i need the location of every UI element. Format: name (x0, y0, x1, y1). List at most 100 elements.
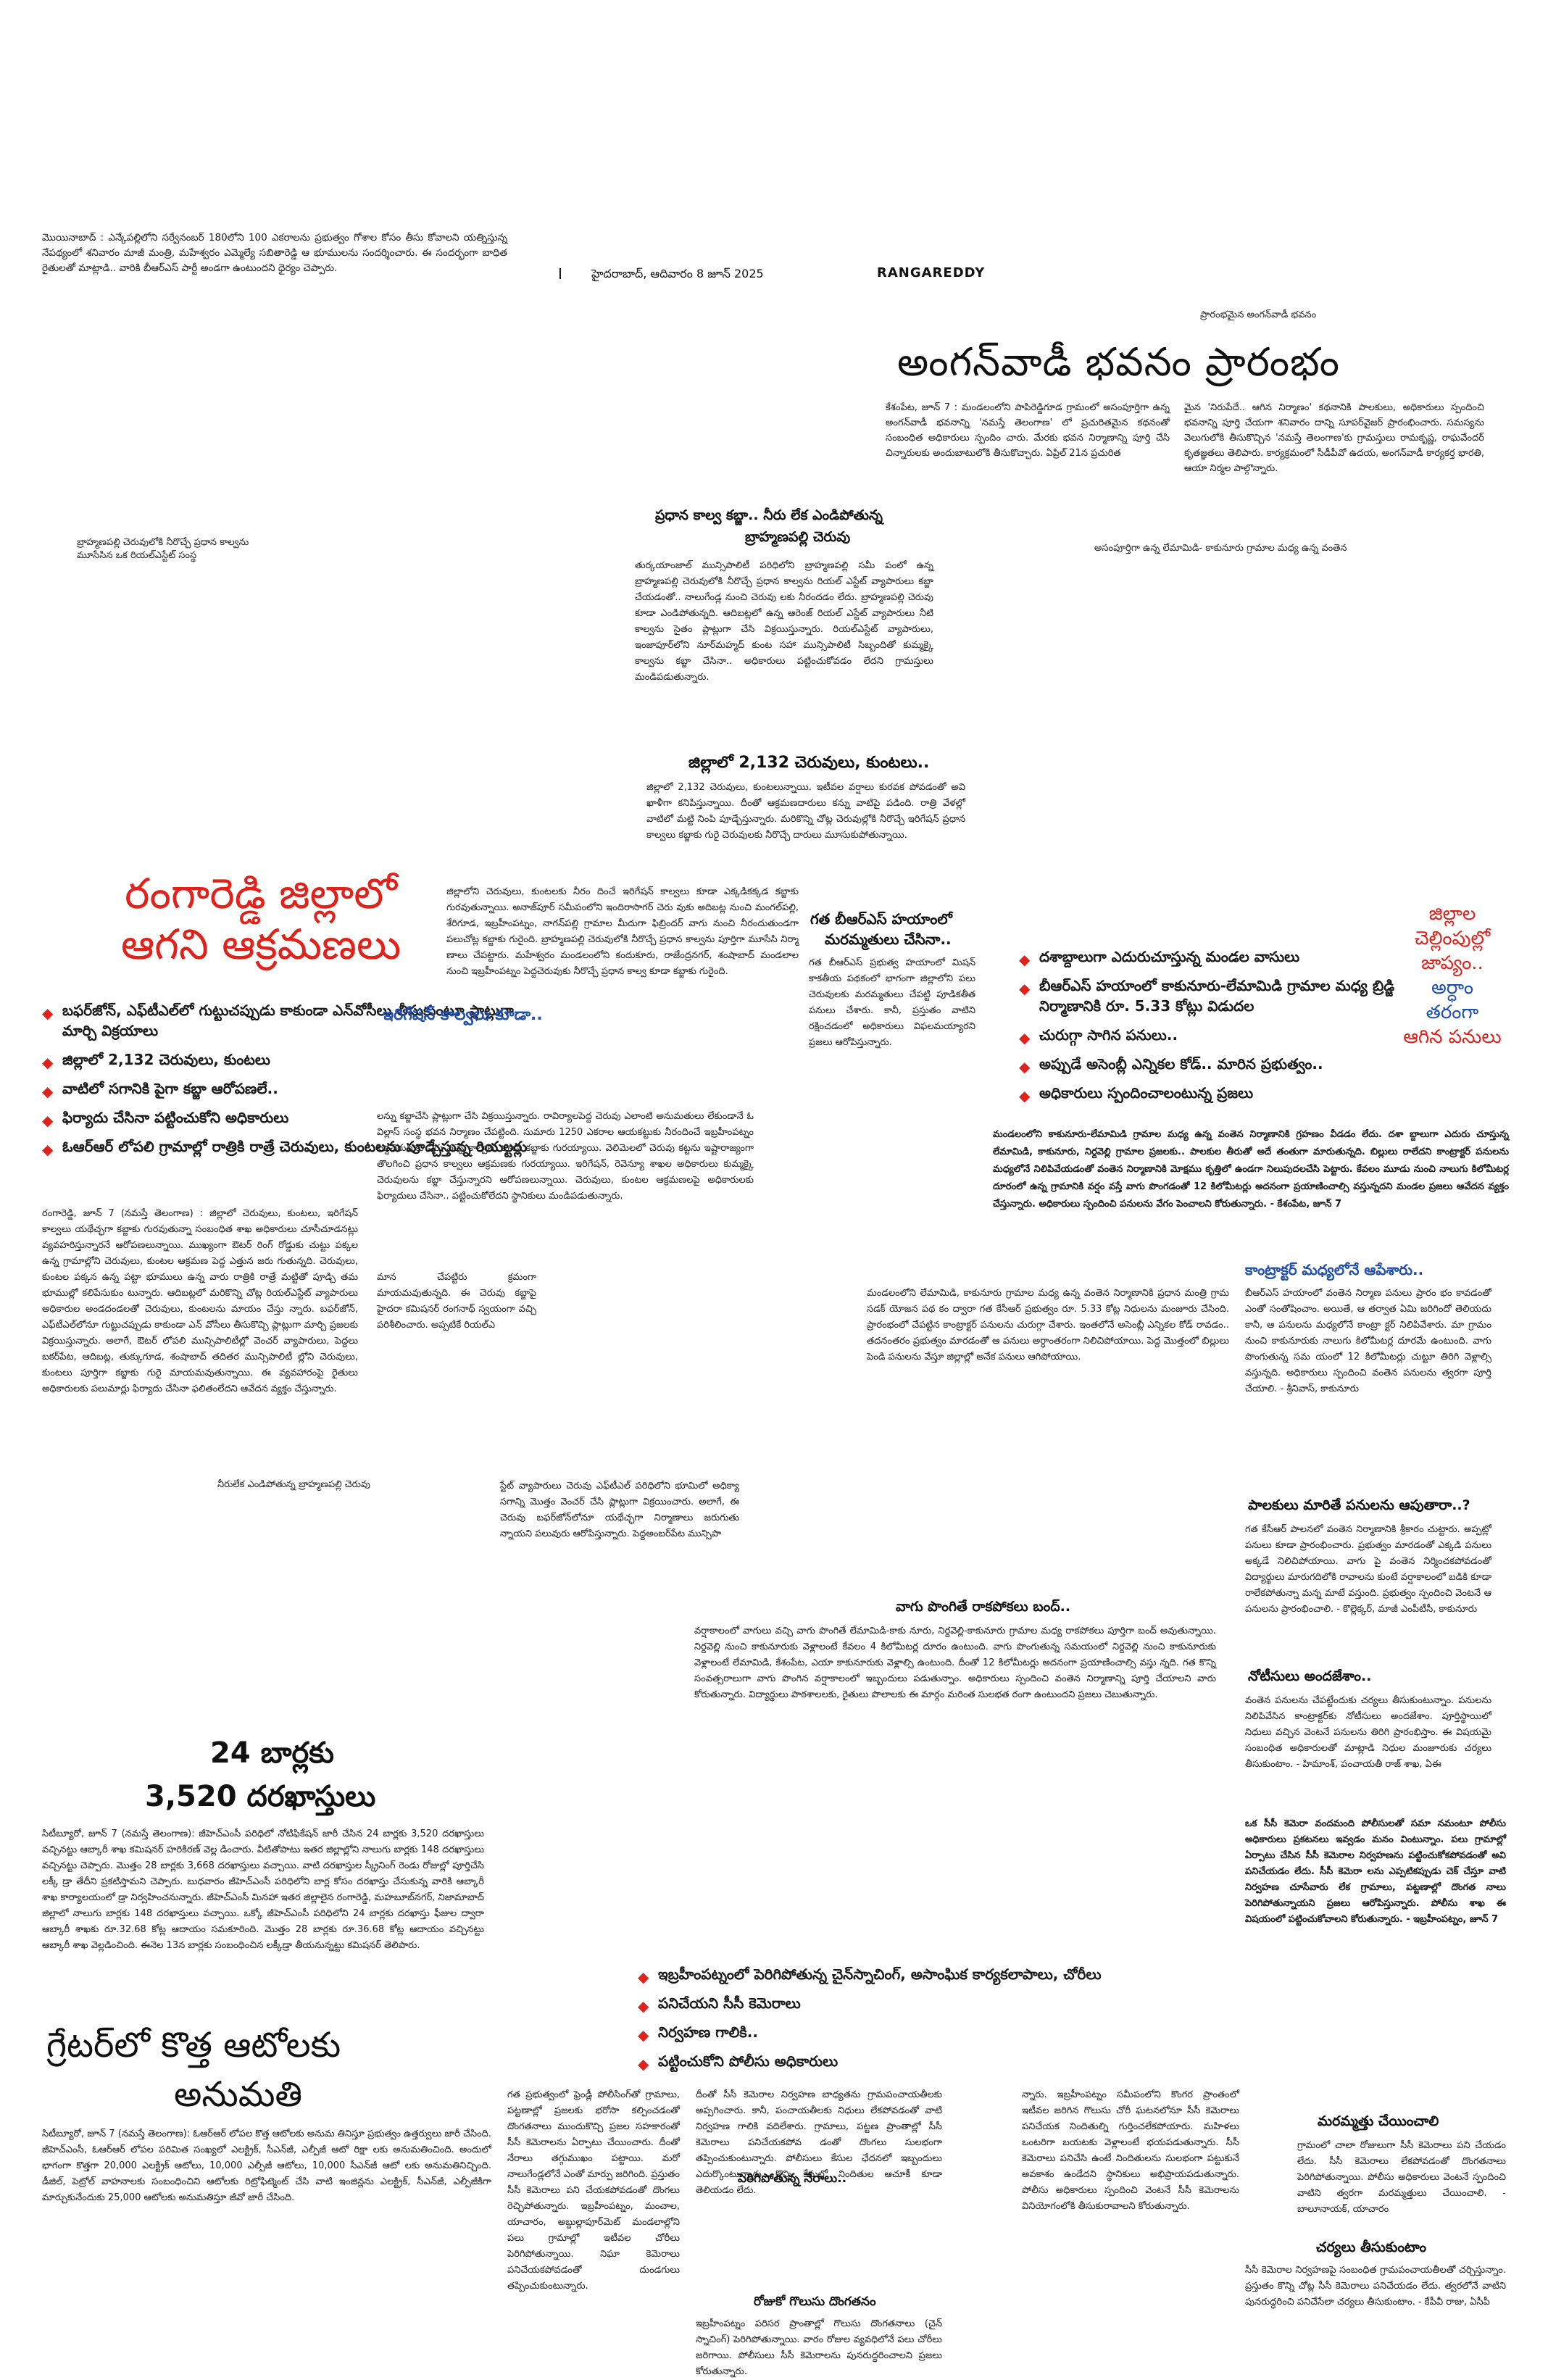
lead-bullet-text: ఫిర్యాదు చేసినా పట్టించుకోని అధికారులు (62, 1109, 289, 1126)
bridge-bullet: ◆అప్పుడే అసెంబ్లీ ఎన్నికల కోడ్‌.. మారిన … (1019, 1054, 1396, 1075)
bridge-side-line: చెల్లింపుల్లో (1414, 928, 1491, 949)
cctv-bullet: ◆నిర్వహణ గాలికి.. (638, 2022, 1247, 2044)
repair-headline: మరమ్మత్తు చేయించాలి (1318, 2113, 1439, 2129)
lead-bullet-text: జిల్లాలో 2,132 చెరువులు, కుంటలు (62, 1051, 270, 1068)
bullet-icon: ◆ (42, 1004, 54, 1022)
bullet-icon: ◆ (42, 1054, 54, 1071)
brahmanapalli-body: తుర్కయాంజాల్‌ మున్సిపాలిటీ పరిధిలోని బ్ర… (635, 560, 933, 683)
notice-headline: నోటీసులు అందజేశాం.. (1248, 1668, 1372, 1684)
middle-body-2: లన్ను కబ్జాచేసి ప్లాట్లుగా చేసి విక్రయిస… (377, 1111, 754, 1202)
repair-body: గ్రామంలో చాలా రోజులుగా సీసీ కెమెరాలు పని… (1297, 2140, 1506, 2215)
lead-bullet: ◆ జిల్లాలో 2,132 చెరువులు, కుంటలు (42, 1049, 542, 1071)
cctv-bullet-text: పనిచేయని సీసీ కెమెరాలు (658, 1994, 801, 2012)
middle-col4: స్టేట్‌ వ్యాపారులు చెరువు ఎఫ్‌టీఎల్‌ పరి… (500, 1481, 739, 1539)
lead-bullet: ◆ బఫర్‌జోన్‌, ఎఫ్‌టీఎల్‌లో గుట్టుచప్పుడు … (42, 1000, 542, 1041)
bars-body: సిటీబ్యూరో, జూన్‌ 7 (నమస్తే తెలంగాణ): జీ… (42, 1828, 484, 1951)
lead-bullet: ◆ ఓఆర్‌ఆర్‌ లోపలి గ్రామాల్లో రాత్రికి రాత… (42, 1136, 542, 1158)
brs-body: గత బీఆర్‌ఎస్‌ ప్రభుత్వ హయాంలో మిషన్‌ కాక… (809, 957, 975, 1048)
bullet-icon: ◆ (42, 1083, 54, 1100)
cctv-bullet-text: పట్టించుకోని పోలీసు అధికారులు (658, 2052, 838, 2070)
bullet-icon: ◆ (638, 1968, 649, 1986)
cctv-bullet: ◆ పట్టించుకోని పోలీసు అధికారులు (638, 2051, 1247, 2073)
bullet-icon: ◆ (42, 1112, 54, 1129)
action-body: సీసీ కెమెరాల నిర్వహణపై సంబంధిత గ్రామపంచా… (1245, 2265, 1506, 2308)
bridge-bullet: ◆ బీఆర్‌ఎస్‌ హయాంలో కాకునూరు-లేమామిడి గ్ర… (1019, 975, 1396, 1016)
bridge-side-deck: జిల్లాల చెల్లింపుల్లో జాప్యం.. అర్ధాం తర… (1387, 902, 1518, 1049)
bridge-bullets: ◆దశాబ్దాలుగా ఎదురుచూస్తున్న మండల వాసులు … (1019, 946, 1396, 1112)
cctv-top-right: ఒక సీసీ కెమెరా వందమంది పోలీసులతో సమా నమం… (1245, 1818, 1506, 1925)
bullet-icon: ◆ (42, 1141, 54, 1158)
notice-body: వంతెన పనులను చేపట్టేందుకు చర్యలు తీసుకుం… (1245, 1695, 1491, 1770)
lead-bullets: ◆ బఫర్‌జోన్‌, ఎఫ్‌టీఎల్‌లో గుట్టుచప్పుడు … (42, 1000, 542, 1165)
lead-headline-1: రంగారెడ్డి జిల్లాలో (125, 869, 397, 918)
anganwadi-kicker: ప్రారంభమైన అంగన్‌వాడీ భవనం (1200, 309, 1317, 320)
page-marker: I (558, 265, 562, 283)
bridge-side-line: జిల్లాల (1428, 903, 1476, 925)
district-headline: జిల్లాలో 2,132 చెరువులు, కుంటలు.. (688, 754, 930, 772)
cctv-bullet: ◆ పనిచేయని సీసీ కెమెరాలు (638, 1993, 1247, 2015)
lead-bullet-text: వాటిలో సగానికి పైగా కబ్జా ఆరోపణలే.. (62, 1080, 278, 1097)
anganwadi-col1: కేశంపేట, జూన్‌ 7 : మండలంలోని పాపిరెడ్డిగ… (886, 402, 1170, 459)
cctv-bullet: ◆ ఇబ్రహీంపట్నంలో పెరిగిపోతున్న చైన్‌స్నాచ… (638, 1964, 1247, 1986)
lead-bullet: ◆ వాటిలో సగానికి పైగా కబ్జా ఆరోపణలే.. (42, 1078, 542, 1100)
bars-headline-2: 3,520 దరఖాస్తులు (145, 1780, 376, 1813)
bullet-icon: ◆ (1019, 951, 1031, 968)
bullet-icon: ◆ (638, 1997, 649, 2015)
palaku-body: గత కేసీఆర్‌ పాలనలో వంతెన నిర్మాణానికి శ్… (1245, 1524, 1491, 1615)
lead-headline-2: ఆగని ఆక్రమణలు (120, 920, 401, 969)
brahmanapalli-headline-2: బ్రాహ్మణపల్లి చెరువు (745, 529, 851, 545)
action-headline: చర్యలు తీసుకుంటాం (1316, 2239, 1427, 2255)
cctv-bullet-text: ఇబ్రహీంపట్నంలో పెరిగిపోతున్న చైన్‌స్నాచి… (658, 1965, 1102, 1983)
palaku-headline: పాలకులు మారితే పనులను ఆపుతారా..? (1248, 1497, 1470, 1513)
section-name: RANGAREDDY (877, 265, 986, 280)
bridge-side-line: ఆగిన పనులు (1403, 1026, 1502, 1048)
bullet-icon: ◆ (1019, 1029, 1031, 1047)
lead-body: రంగారెడ్డి, జూన్‌ 7 (నమస్తే తెలంగాణ) : జ… (42, 1208, 358, 1394)
chain-subhead: రోజుకో గొలుసు దొంగతనం (754, 2294, 876, 2309)
bridge-left-col: మండలంలోని లేమామిడి, కాకునూరు గ్రామాల మధ్… (867, 1288, 1229, 1362)
brs-headline-2: మరమ్మతులు చేసినా.. (825, 931, 952, 948)
cctv-col2b: ఇబ్రహీంపట్నం పరిసర ప్రాంతాల్లో గొలుసు దొ… (696, 2318, 942, 2377)
top-left-story: మొయినాబాద్‌ : ఎన్కేపల్లిలోని సర్వేనంబర్‌… (42, 232, 507, 274)
middle-body: జిల్లాలోని చెరువులు, కుంటలకు నీరం దించే … (446, 886, 799, 977)
anganwadi-photo (884, 290, 971, 333)
rain-headline: వాగు పొంగితే రాకపోకలు బంద్‌.. (896, 1599, 1071, 1615)
cctv-col1: గత ప్రభుత్వంలో ఫ్రెండ్లీ పోలీసింగ్‌తో గ్… (507, 2089, 680, 2292)
anganwadi-headline: అంగన్‌వాడీ భవనం ప్రారంభం (897, 339, 1340, 385)
bridge-bullet: ◆ దశాబ్దాలుగా ఎదురుచూస్తున్న మండల వాసులు (1019, 946, 1396, 968)
district-body: జిల్లాలో 2,132 చెరువులు, కుంటలున్నాయి. ఇ… (646, 782, 965, 841)
irrigation-subhead: ఇరిగేషన్‌ కాల్వలు కూడా.. (383, 1006, 543, 1024)
canal-photo-caption: బ్రాహ్మణపల్లి చెరువులోకి నీరొచ్చే ప్రధాన… (77, 537, 249, 561)
bullet-icon: ◆ (638, 2055, 649, 2073)
lead-bullet-text: బఫర్‌జోన్‌, ఎఫ్‌టీఎల్‌లో గుట్టుచప్పుడు క… (62, 1002, 514, 1039)
bridge-side-line: అర్ధాం (1431, 977, 1474, 999)
bridge-bullet-text: దశాబ్దాలుగా ఎదురుచూస్తున్న మండల వాసులు (1039, 948, 1300, 965)
bullet-icon: ◆ (1019, 1058, 1031, 1075)
bullet-icon: ◆ (638, 2026, 649, 2044)
bars-headline-1: 24 బార్లకు (210, 1736, 334, 1770)
bridge-photo-caption: అసంపూర్తిగా ఉన్న లేమామిడి- కాకునూరు గ్రా… (1094, 543, 1347, 554)
cctv-col3: న్నారు. ఇబ్రహీంపట్నం సమీపంలోని కొంగర ప్ర… (1022, 2089, 1239, 2212)
dry-lake-caption: నీరులేక ఎండిపోతున్న బ్రాహ్మణపల్లి చెరువు (217, 1479, 370, 1490)
contractor-headline: కాంట్రాక్టర్‌ మధ్యలోనే ఆపేశారు.. (1245, 1261, 1424, 1278)
bullet-icon: ◆ (1019, 980, 1031, 997)
cctv-bullets: ◆ ఇబ్రహీంపట్నంలో పెరిగిపోతున్న చైన్‌స్నాచ… (638, 1964, 1247, 2080)
bullet-icon: ◆ (1019, 1087, 1031, 1104)
autos-headline-1: గ్రేటర్‌లో కొత్త ఆటోలకు (46, 2025, 341, 2065)
crime-subhead: పెరిగిపోతున్న నేరాలు.. (738, 2171, 847, 2186)
bridge-bullet-text: చురుగ్గా సాగిన పనులు.. (1039, 1026, 1178, 1044)
bridge-bullet-text: బీఆర్‌ఎస్‌ హయాంలో కాకునూరు-లేమామిడి గ్రా… (1039, 977, 1395, 1015)
autos-body: సిటీబ్యూరో, జూన్‌ 7 (నమస్తే తెలంగాణ): ఓఆ… (42, 2129, 491, 2203)
lead-bullet-text: ఓఆర్‌ఆర్‌ లోపలి గ్రామాల్లో రాత్రికి రాత్… (62, 1138, 528, 1155)
bridge-side-line: తరంగా (1426, 1002, 1479, 1023)
brs-headline-1: గత బీఆర్‌ఎస్‌ హయాంలో (810, 910, 952, 928)
bridge-intro: మండలంలోని కాకునూరు-లేమామిడి గ్రామాల మధ్య… (993, 1129, 1509, 1210)
bridge-bullet-text: అధికారులు స్పందించాలంటున్న ప్రజలు (1039, 1084, 1254, 1102)
bridge-side-line: జాప్యం.. (1421, 952, 1484, 974)
lead-bullet: ◆ ఫిర్యాదు చేసినా పట్టించుకోని అధికారులు (42, 1107, 542, 1129)
bridge-bullet: ◆ చురుగ్గా సాగిన పనులు.. (1019, 1025, 1396, 1047)
middle-col3: మాన చేపట్టిరు క్రమంగా మాయమవుతున్నది. ఈ చ… (377, 1272, 536, 1331)
anganwadi-col2: మైన 'నిరుపేదే.. ఆగిన నిర్మాణం' కథనానికి … (1184, 402, 1484, 474)
cctv-col2: దీంతో సీసీ కెమెరాల నిర్వహణ బాధ్యతను గ్రా… (696, 2089, 942, 2196)
bridge-bullet: ◆ అధికారులు స్పందించాలంటున్న ప్రజలు (1019, 1083, 1396, 1104)
